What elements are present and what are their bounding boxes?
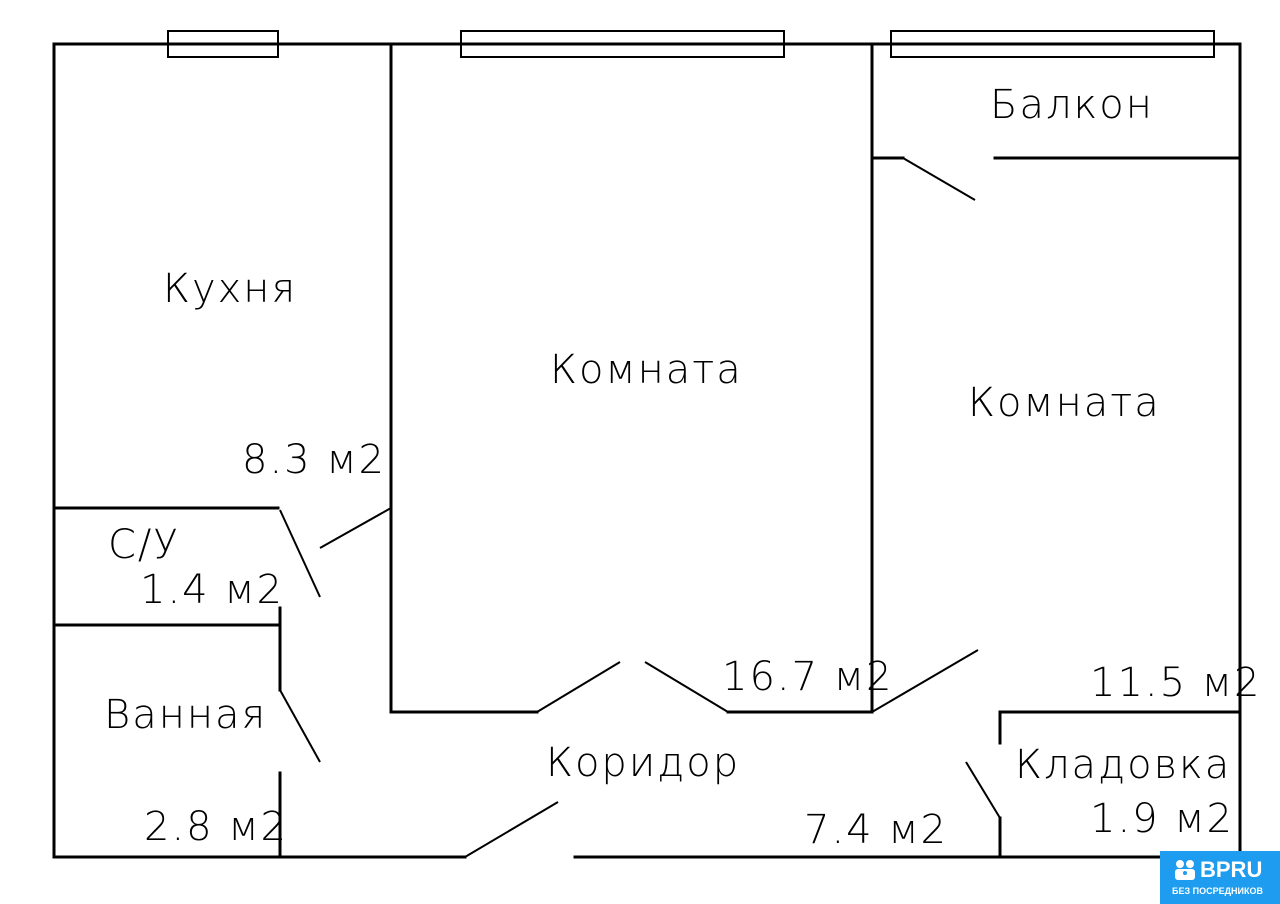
corridor-area: 7.4 м2	[804, 807, 948, 853]
windows	[167, 30, 1215, 58]
kitchen-label: Кухня	[163, 266, 297, 312]
bpru-logo[interactable]: BPRU БЕЗ ПОСРЕДНИКОВ	[1160, 851, 1280, 904]
bathroom-area: 2.8 м2	[144, 804, 288, 850]
room1-area: 16.7 м2	[722, 654, 893, 700]
storage-label: Кладовка	[1015, 742, 1231, 788]
balcony-label: Балкон	[990, 82, 1154, 128]
wc-area: 1.4 м2	[140, 567, 284, 613]
walls	[52, 42, 1242, 859]
storage-area: 1.9 м2	[1090, 796, 1234, 842]
wc-label: С/У	[108, 522, 180, 568]
room2-area: 11.5 м2	[1090, 660, 1261, 706]
kitchen-area: 8.3 м2	[242, 437, 386, 483]
logo-subtitle: БЕЗ ПОСРЕДНИКОВ	[1172, 886, 1263, 896]
corridor-label: Коридор	[546, 740, 740, 786]
doors	[279, 157, 1001, 858]
people-key-icon	[1175, 860, 1195, 880]
room1-label: Комната	[550, 347, 743, 393]
logo-title: BPRU	[1200, 857, 1263, 882]
bathroom-label: Ванная	[104, 692, 267, 738]
labels: Кухня 8.3 м2 Комната 16.7 м2 Комната 11.…	[104, 82, 1261, 853]
room2-label: Комната	[968, 380, 1161, 426]
